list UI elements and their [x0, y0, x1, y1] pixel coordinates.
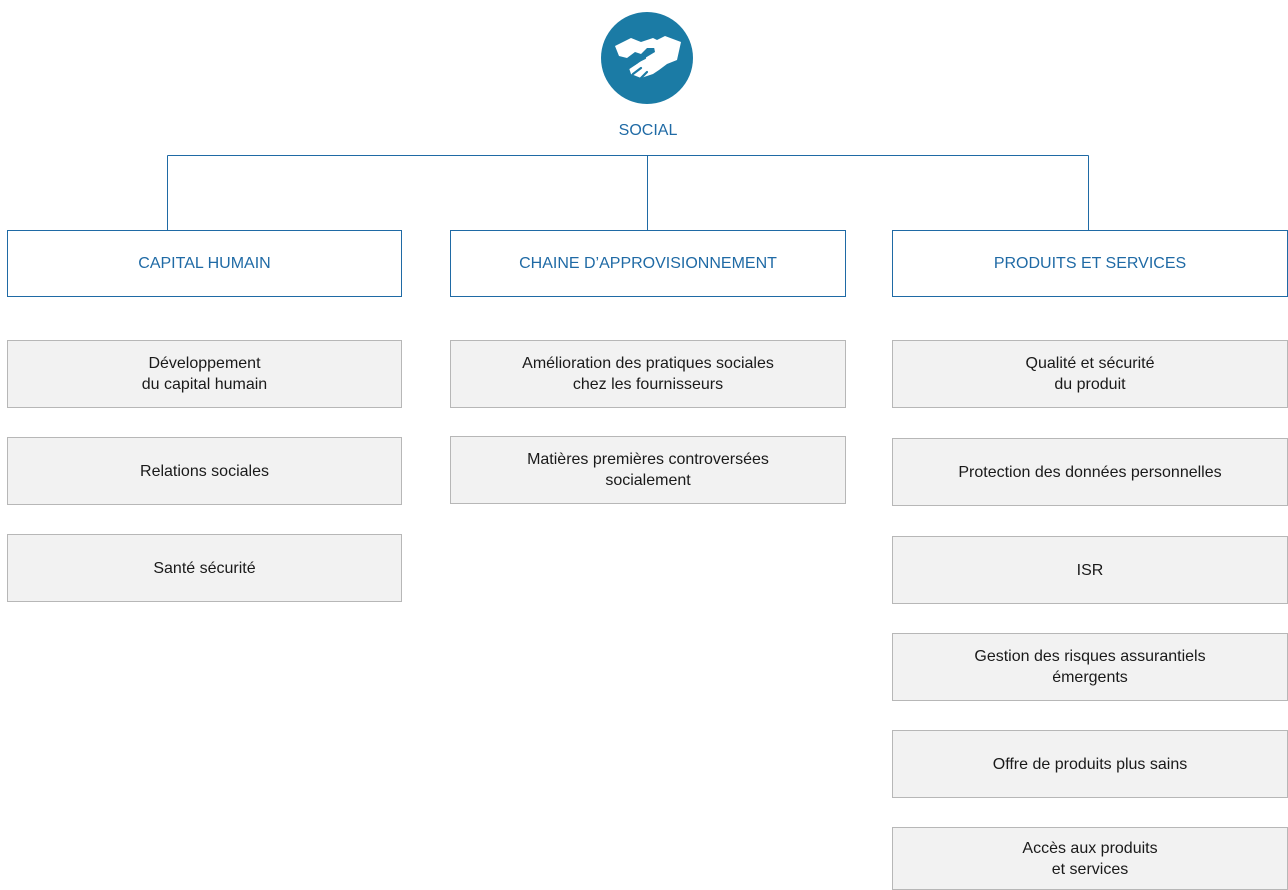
category-chaine-approvisionnement: CHAINE D’APPROVISIONNEMENT	[450, 230, 846, 297]
item-produits-plus-sains: Offre de produits plus sains	[892, 730, 1288, 798]
root-label: SOCIAL	[618, 122, 678, 139]
item-sante-securite: Santé sécurité	[7, 534, 402, 602]
item-acces-produits-services: Accès aux produits et services	[892, 827, 1288, 890]
item-risques-assurantiels-emergents: Gestion des risques assurantiels émergen…	[892, 633, 1288, 701]
item-relations-sociales: Relations sociales	[7, 437, 402, 505]
item-developpement-capital-humain: Développement du capital humain	[7, 340, 402, 408]
item-protection-donnees-personnelles: Protection des données personnelles	[892, 438, 1288, 506]
item-isr: ISR	[892, 536, 1288, 604]
handshake-icon	[601, 12, 693, 104]
category-produits-services: PRODUITS ET SERVICES	[892, 230, 1288, 297]
item-pratiques-sociales-fournisseurs: Amélioration des pratiques sociales chez…	[450, 340, 846, 408]
item-qualite-securite-produit: Qualité et sécurité du produit	[892, 340, 1288, 408]
category-capital-humain: CAPITAL HUMAIN	[7, 230, 402, 297]
item-matieres-premieres-controversees: Matières premières controversées sociale…	[450, 436, 846, 504]
